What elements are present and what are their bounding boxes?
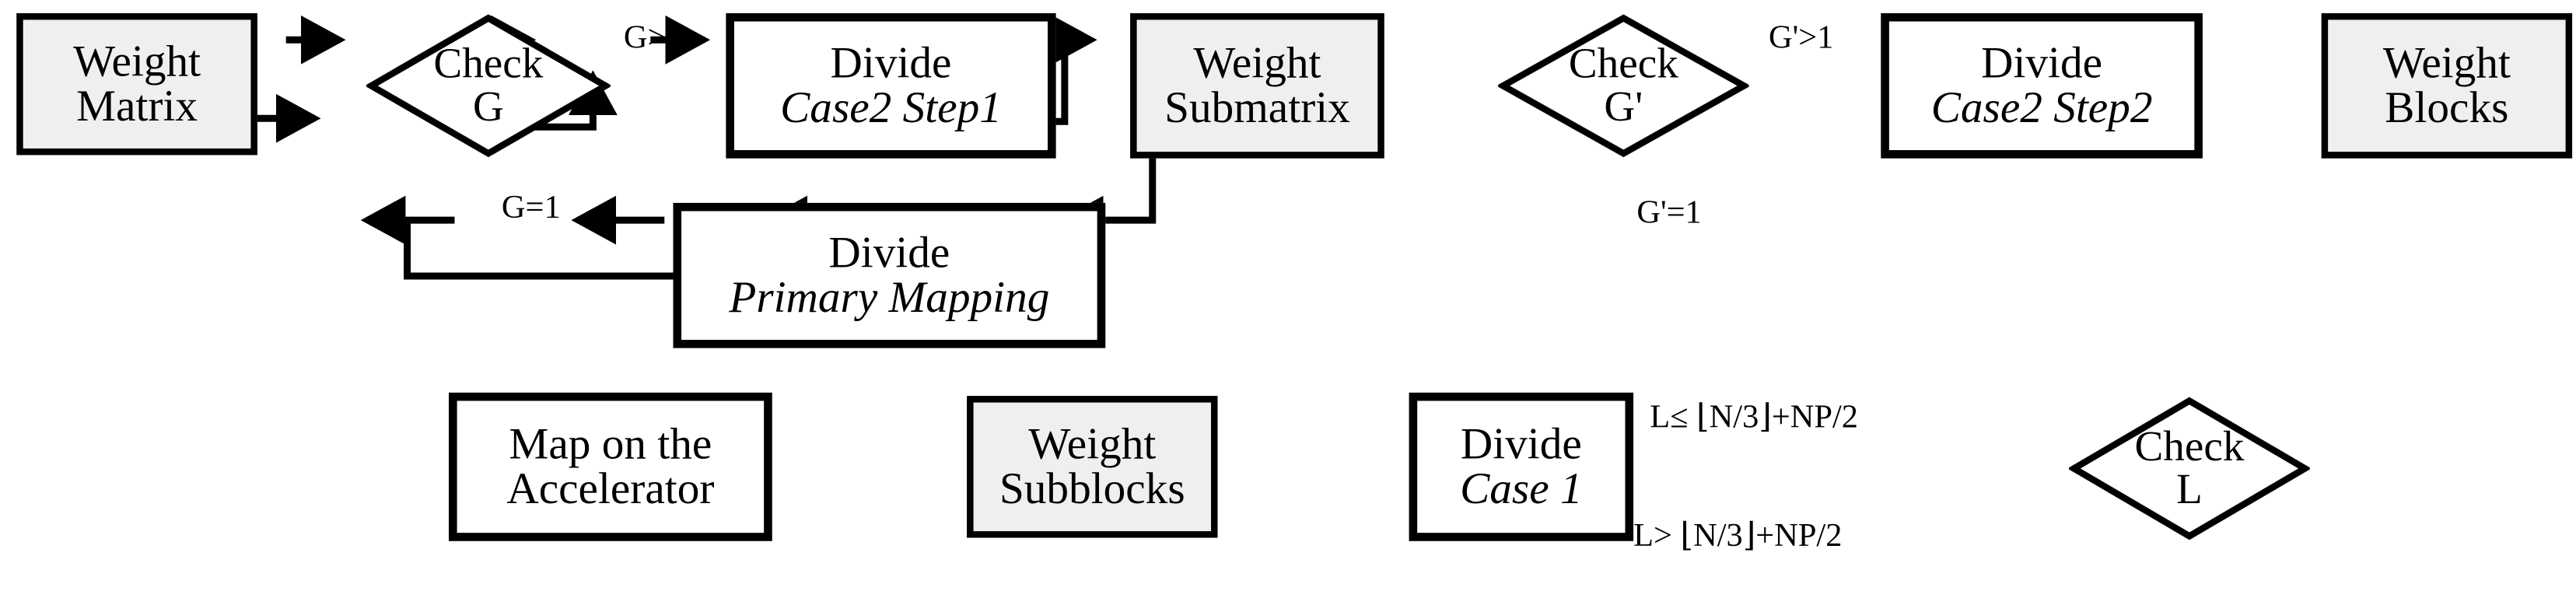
node-divide-case2-step1[interactable]: Divide Case2 Step1 (726, 12, 1056, 159)
node-weight-matrix-line2: Matrix (76, 80, 198, 131)
edge-label-gp-eq-1: G'=1 (1636, 194, 1702, 231)
node-weight-submatrix-line1: Weight (1193, 37, 1321, 88)
node-check-g[interactable]: Check G (366, 13, 611, 159)
node-check-l-line2: L (2176, 465, 2203, 513)
node-check-g-line1: Check (433, 39, 544, 88)
node-check-g-line2: G (472, 82, 504, 131)
node-divide-case1-line1: Divide (1460, 418, 1582, 469)
node-weight-subblocks-line1: Weight (1028, 418, 1157, 469)
edge-label-g-gt-1: G>1 (623, 19, 683, 57)
node-check-gp[interactable]: Check G' (1498, 13, 1749, 159)
node-weight-subblocks-line2: Subblocks (999, 463, 1185, 513)
node-map-accelerator-line1: Map on the (509, 418, 712, 469)
node-map-accelerator-line2: Accelerator (506, 463, 715, 513)
node-check-gp-line2: G' (1604, 82, 1643, 131)
node-check-gp-label: Check G' (1568, 39, 1678, 131)
node-divide-case1-line2: Case 1 (1460, 463, 1583, 513)
node-weight-matrix[interactable]: Weight Matrix (16, 12, 257, 156)
node-weight-blocks-line1: Weight (2382, 37, 2511, 88)
edge-label-g-eq-1: G=1 (501, 189, 561, 226)
node-weight-submatrix[interactable]: Weight Submatrix (1130, 12, 1384, 159)
edge-label-gp-gt-1: G'>1 (1769, 19, 1834, 57)
check-gp-diamond-shape (1498, 14, 1749, 158)
node-weight-submatrix-line2: Submatrix (1164, 82, 1350, 132)
node-check-l-line1: Check (2134, 422, 2245, 470)
node-divide-case2-step2-line2: Case2 Step2 (1930, 82, 2153, 132)
node-divide-case2-step2[interactable]: Divide Case2 Step2 (1881, 12, 2203, 159)
node-divide-primary-mapping-line1: Divide (828, 227, 950, 278)
node-divide-primary-mapping-line2: Primary Mapping (729, 272, 1050, 322)
edge-label-l-le: L≤ ⌊N/3⌋+NP/2 (1650, 399, 1859, 436)
node-weight-matrix-line1: Weight (73, 36, 201, 86)
node-divide-primary-mapping[interactable]: Divide Primary Mapping (673, 202, 1106, 348)
node-divide-case2-step2-line1: Divide (1981, 37, 2103, 88)
node-check-l[interactable]: Check L (2069, 396, 2310, 541)
node-weight-subblocks[interactable]: Weight Subblocks (967, 396, 1218, 538)
node-divide-case2-step1-line1: Divide (830, 37, 952, 88)
node-map-accelerator[interactable]: Map on the Accelerator (448, 392, 772, 541)
node-check-g-label: Check G (433, 39, 544, 131)
node-check-gp-line1: Check (1568, 39, 1678, 88)
node-divide-case1[interactable]: Divide Case 1 (1409, 392, 1634, 541)
node-weight-blocks[interactable]: Weight Blocks (2321, 12, 2573, 159)
check-g-diamond-shape (366, 14, 611, 158)
check-l-diamond-shape (2069, 397, 2310, 540)
edge-label-l-gt: L> ⌊N/3⌋+NP/2 (1633, 518, 1843, 554)
node-weight-blocks-line2: Blocks (2385, 82, 2509, 132)
node-divide-case2-step1-line2: Case2 Step1 (780, 82, 1002, 132)
node-check-l-label: Check L (2134, 425, 2244, 511)
